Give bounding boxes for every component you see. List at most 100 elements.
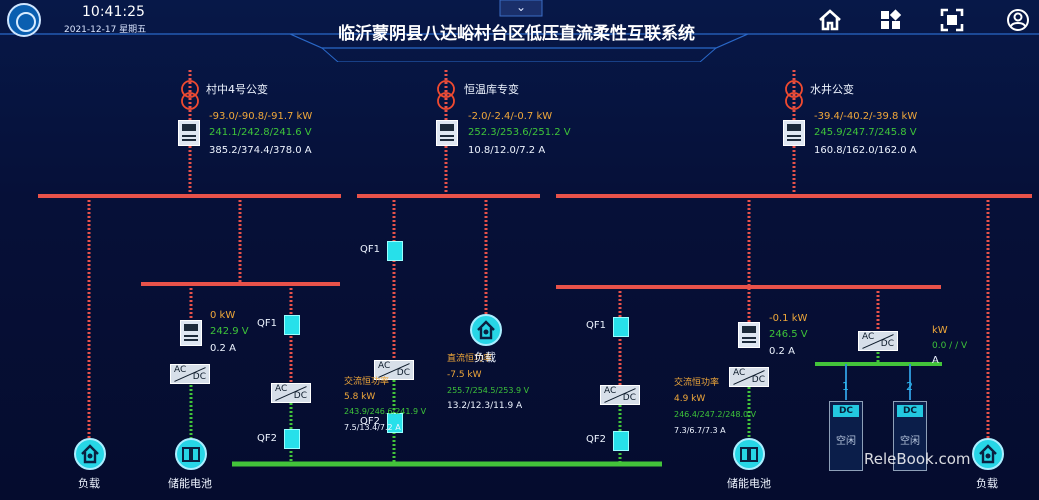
meter-storage-right[interactable] [738,322,760,348]
qf1-switch-left[interactable] [284,315,300,335]
dc-load-current: 13.2/12.3/11.9 A [447,401,523,411]
dc-load-power: -7.5 kW [447,370,482,380]
pf-left-voltage: 243.9/246.6/241.9 V [344,407,427,416]
acdc-converter-storage-right[interactable]: AC DC [729,367,769,387]
ac-label: AC [733,368,746,378]
qf2-switch-right[interactable] [613,431,629,451]
dc-load-title: 直流恒功率 [447,354,493,364]
transformer-symbols [181,80,803,110]
fullscreen-icon[interactable] [940,8,964,32]
transformer-3-voltage: 245.9/247.7/245.8 V [814,127,917,138]
storage-left-power: 0 kW [210,310,236,321]
ev-charger-1-dc: DC [833,405,859,417]
house-icon [81,444,99,464]
battery-right-label: 储能电池 [727,477,771,490]
battery-icon [182,447,200,462]
ev-charger-2-state: 空闲 [900,436,920,447]
qf2-switch-left[interactable] [284,429,300,449]
qf1-label-center: QF1 [360,244,380,255]
ev-charger-2-dc: DC [897,405,923,417]
home-icon[interactable] [818,8,842,32]
ac-label: AC [275,384,288,394]
dc-label: DC [751,375,765,385]
load-left-icon[interactable] [74,438,106,470]
ev-voltage: 0.0 / / V [932,341,968,351]
storage-right-power: -0.1 kW [769,313,808,324]
grid-icon[interactable] [879,8,903,32]
ac-busbars [38,194,1032,289]
meter-transformer-3[interactable] [783,120,805,146]
watermark: ReleBook.com [864,450,971,468]
house-icon [979,444,997,464]
battery-right-icon[interactable] [733,438,765,470]
qf2-label-center: QF2 [360,416,380,427]
load-right-label: 负载 [976,477,998,490]
acdc-converter-pf-right[interactable]: AC DC [600,385,640,405]
ac-label: AC [604,386,617,396]
pf-right-voltage: 246.4/247.2/248.0 V [674,410,757,419]
clock-time: 10:41:25 [82,4,145,20]
logo [7,3,41,37]
transformer-3-power: -39.4/-40.2/-39.8 kW [814,111,918,122]
battery-left-icon[interactable] [175,438,207,470]
acdc-converter-storage-left[interactable]: AC DC [170,364,210,384]
qf1-label-right: QF1 [586,320,606,331]
ev-power: kW [932,325,948,336]
ev-port-2-number: 2 [906,380,913,393]
transformer-3-current: 160.8/162.0/162.0 A [814,145,917,156]
acdc-converter-pf-left[interactable]: AC DC [271,383,311,403]
dc-label: DC [293,391,307,401]
collapse-chevron-down-icon[interactable]: ⌄ [515,0,527,14]
pf-right-power: 4.9 kW [674,394,706,404]
ev-port-1-number: 1 [842,380,849,393]
ac-label: AC [378,361,391,371]
acdc-converter-ev[interactable]: AC DC [858,331,898,351]
battery-left-label: 储能电池 [168,477,212,490]
qf1-switch-center[interactable] [387,241,403,261]
qf2-switch-center[interactable] [387,413,403,433]
acdc-converter-center[interactable]: AC DC [374,360,414,380]
storage-right-current: 0.2 A [769,346,795,357]
meter-transformer-2[interactable] [436,120,458,146]
pf-left-current: 7.5/13.4/7.2 A [344,423,401,432]
ac-label: AC [862,332,875,342]
transformer-2-name: 恒温库专变 [464,83,519,96]
transformer-1-power: -93.0/-90.8/-91.7 kW [209,111,313,122]
storage-left-voltage: 242.9 V [210,326,249,337]
pf-right-title: 交流恒功率 [674,378,720,388]
dc-label: DC [192,372,206,382]
transformer-1-voltage: 241.1/242.8/241.6 V [209,127,312,138]
house-icon [477,320,495,340]
dc-load-icon[interactable] [470,314,502,346]
battery-icon [740,447,758,462]
transformer-3-name: 水井公变 [810,83,854,96]
dc-label: DC [396,368,410,378]
logo-globe-icon [16,12,36,32]
dc-label: DC [622,393,636,403]
load-right-icon[interactable] [972,438,1004,470]
pf-left-power: 5.8 kW [344,392,376,402]
ac-label: AC [174,365,187,375]
ev-charger-2[interactable]: DC 空闲 [893,401,927,471]
transformer-2-current: 10.8/12.0/7.2 A [468,145,546,156]
meter-storage-left[interactable] [180,320,202,346]
pf-left-title: 交流恒功率 [344,377,390,387]
qf1-label-left: QF1 [257,318,277,329]
user-icon[interactable] [1006,8,1030,32]
qf1-switch-right[interactable] [613,317,629,337]
dc-label: DC [880,339,894,349]
meter-transformer-1[interactable] [178,120,200,146]
pf-right-current: 7.3/6.7/7.3 A [674,426,726,435]
dc-load-voltage: 255.7/254.5/253.9 V [447,386,530,395]
transformer-1-current: 385.2/374.4/378.0 A [209,145,312,156]
header-bar [0,0,1039,62]
storage-left-current: 0.2 A [210,343,236,354]
qf2-label-right: QF2 [586,434,606,445]
page-title: 临沂蒙阴县八达峪村台区低压直流柔性互联系统 [338,24,695,44]
feeder-lines [188,70,796,196]
qf2-label-left: QF2 [257,433,277,444]
load-left-label: 负载 [78,477,100,490]
